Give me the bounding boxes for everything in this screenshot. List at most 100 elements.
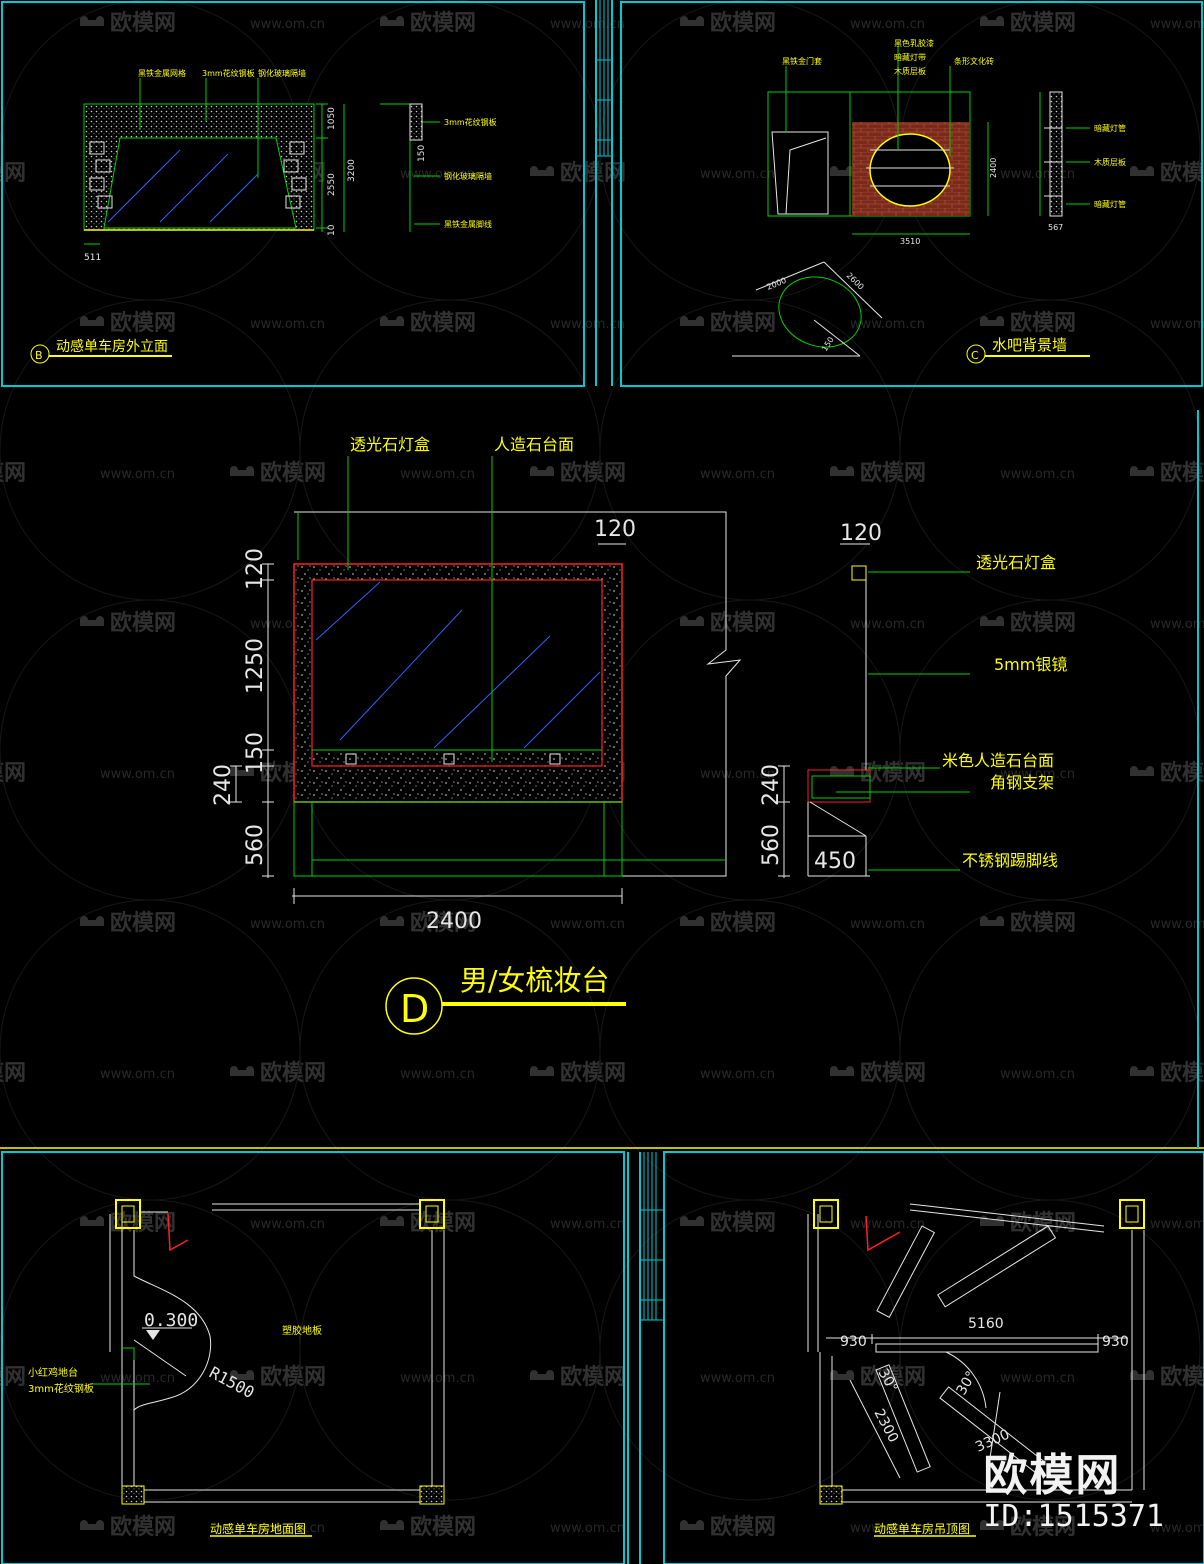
title-block-strips: [596, 0, 664, 1321]
watermark-arc: [0, 1199, 301, 1501]
side-label-beige-stone-top: 米色人造石台面: [942, 751, 1054, 770]
watermark-arc: [899, 1199, 1201, 1501]
watermark-brand-text: 欧模网: [260, 1364, 326, 1390]
watermark-url-text: www.om.cn: [1000, 1371, 1075, 1386]
dim-1050: 1050: [327, 107, 337, 130]
title-ceiling-plan: 动感单车房吊顶图: [874, 1521, 970, 1536]
dim-2550: 2550: [327, 173, 337, 196]
watermark-brand-text: 欧模网: [560, 1060, 626, 1086]
label-wood-shelf: 木质层板: [894, 66, 926, 76]
watermark-arc: [0, 899, 301, 1201]
watermark-tile: 欧模网 www.om.cn: [980, 310, 1204, 336]
watermark-url-text: www.om.cn: [700, 467, 775, 482]
dim-930-right: 930: [1102, 1334, 1129, 1350]
label-culture-brick: 条形文化砖: [954, 56, 994, 66]
watermark-brand-text: 欧模网: [110, 310, 176, 336]
watermark-url-text: www.om.cn: [850, 917, 925, 932]
dim-560: 560: [243, 824, 268, 866]
watermark-brand-text: 欧模网: [0, 460, 26, 486]
watermark-brand-text: 欧模网: [710, 1210, 776, 1236]
sofa-icon: [530, 466, 554, 476]
watermark-url-text: www.om.cn: [1150, 17, 1204, 32]
dim-240: 240: [211, 764, 236, 806]
side-label-checker-plate: 3mm花纹钢板: [444, 117, 497, 127]
sofa-icon: [830, 1066, 854, 1076]
watermark-arc: [299, 899, 601, 1201]
label-translucent-lightbox: 透光石灯盒: [350, 435, 430, 454]
sofa-icon: [980, 916, 1004, 926]
watermark-brand-text: 欧模网: [110, 10, 176, 36]
dim-567: 567: [1048, 223, 1063, 232]
watermark-brand-text: 欧模网: [860, 1060, 926, 1086]
watermark-brand-text: 欧模网: [860, 1364, 926, 1390]
dim-top-120: 120: [594, 517, 636, 542]
side-label-lightbox: 透光石灯盒: [976, 553, 1056, 572]
side-label-angle-steel: 角钢支架: [990, 773, 1054, 792]
watermark-url-text: www.om.cn: [850, 1217, 925, 1232]
dim-3200: 3200: [347, 159, 357, 182]
watermark-url-text: www.om.cn: [250, 1521, 325, 1536]
watermark-url-text: www.om.cn: [550, 1521, 625, 1536]
sofa-icon: [380, 916, 404, 926]
dim-2300: 2300: [870, 1406, 901, 1445]
dim-side-240: 240: [759, 764, 784, 806]
watermark-url-text: www.om.cn: [1150, 1521, 1204, 1536]
watermark-url-text: www.om.cn: [850, 617, 925, 632]
watermark-brand-text: 欧模网: [1010, 310, 1076, 336]
watermark-brand-text: 欧模网: [560, 1364, 626, 1390]
sofa-icon: [80, 316, 104, 326]
side-label-lamp-1: 暗藏灯管: [1094, 123, 1126, 133]
sofa-icon: [680, 616, 704, 626]
dim-150-c: 150: [820, 335, 836, 353]
watermark-arc: [299, 0, 601, 301]
label-artificial-stone-top: 人造石台面: [494, 435, 574, 454]
sofa-icon: [680, 1216, 704, 1226]
watermark-arc: [899, 899, 1201, 1201]
sofa-icon: [980, 316, 1004, 326]
sofa-icon: [230, 466, 254, 476]
marker-c: C: [971, 349, 979, 362]
watermark-url-text: www.om.cn: [550, 17, 625, 32]
watermark-corner: 欧模网 ID:1515371: [983, 1452, 1164, 1534]
watermark-brand-text: 欧模网: [0, 760, 26, 786]
watermark-url-text: www.om.cn: [1000, 767, 1075, 782]
watermark-tile: 欧模网 www.om.cn: [0, 460, 175, 486]
panel-floor-plan: 0.300 塑胶地板 小红鸡地台 3mm花纹钢板 R1500 动感单车房地面图: [28, 1199, 445, 1537]
sofa-icon: [80, 616, 104, 626]
watermark-id: ID:1515371: [983, 1499, 1164, 1534]
title-vanity: 男/女梳妆台: [460, 964, 609, 997]
dim-2600: 2600: [845, 271, 866, 292]
watermark-brand-text: 欧模网: [110, 910, 176, 936]
watermark-brand-text: 欧模网: [0, 1060, 26, 1086]
watermark-brand-text: 欧模网: [0, 160, 26, 186]
dim-2400-c: 2400: [989, 158, 998, 178]
sofa-icon: [680, 1520, 704, 1530]
watermark-brand-text: 欧模网: [260, 460, 326, 486]
watermark-brand-text: 欧模网: [710, 910, 776, 936]
sofa-icon: [1130, 166, 1154, 176]
side-label-silver-mirror: 5mm银镜: [994, 655, 1067, 674]
watermark-brand-text: 欧模网: [110, 1210, 176, 1236]
dim-2400: 2400: [426, 909, 482, 934]
watermark-url-text: www.om.cn: [1150, 317, 1204, 332]
watermark-tile: 欧模网 www.om.cn: [680, 910, 925, 936]
watermark-url-text: www.om.cn: [250, 317, 325, 332]
watermark-url-text: www.om.cn: [100, 467, 175, 482]
watermark-url-text: www.om.cn: [250, 917, 325, 932]
dim-511: 511: [84, 253, 101, 263]
watermark-url-text: www.om.cn: [1150, 617, 1204, 632]
